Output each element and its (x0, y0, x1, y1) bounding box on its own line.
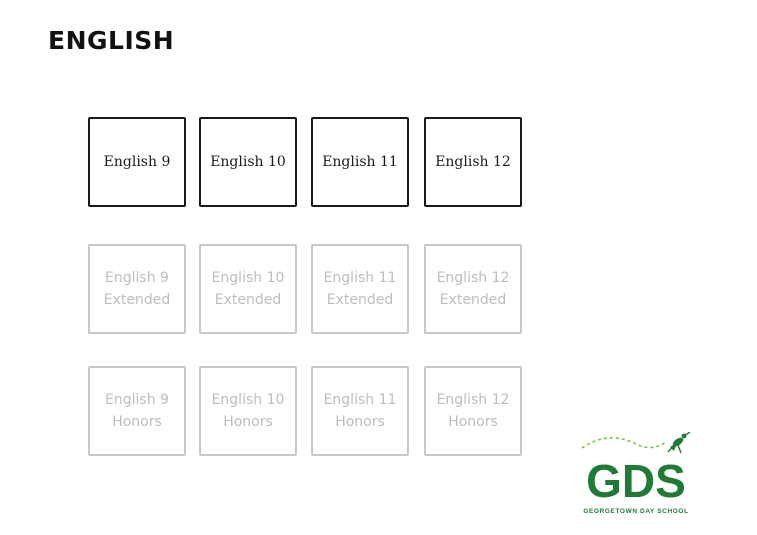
course-english-9-honors[interactable]: English 9 Honors (88, 366, 186, 456)
course-english-11-extended[interactable]: English 11 Extended (311, 244, 409, 334)
grasshopper-icon (581, 432, 691, 454)
course-label: English 10 (210, 154, 286, 170)
course-english-11[interactable]: English 11 (311, 117, 409, 207)
gds-logo: GDS GEORGETOWN DAY SCHOOL (578, 432, 694, 524)
course-label: English 12 (436, 270, 510, 286)
course-label: English 11 (323, 392, 397, 408)
course-sublabel: Extended (439, 292, 507, 308)
course-sublabel: Extended (326, 292, 394, 308)
course-english-10-extended[interactable]: English 10 Extended (199, 244, 297, 334)
course-english-11-honors[interactable]: English 11 Honors (311, 366, 409, 456)
course-label: English 11 (322, 154, 398, 170)
course-sublabel: Honors (223, 414, 273, 430)
logo-letters: GDS (586, 455, 686, 507)
course-sublabel: Honors (112, 414, 162, 430)
course-sublabel: Extended (214, 292, 282, 308)
course-sublabel: Extended (103, 292, 171, 308)
course-sublabel: Honors (448, 414, 498, 430)
course-english-10[interactable]: English 10 (199, 117, 297, 207)
logo-tagline: GEORGETOWN DAY SCHOOL (583, 508, 689, 515)
page-title: ENGLISH (48, 26, 175, 55)
course-english-9[interactable]: English 9 (88, 117, 186, 207)
course-label: English 9 (103, 154, 171, 170)
course-label: English 10 (211, 270, 285, 286)
course-english-9-extended[interactable]: English 9 Extended (88, 244, 186, 334)
course-english-12[interactable]: English 12 (424, 117, 522, 207)
course-label: English 12 (435, 154, 511, 170)
course-label: English 12 (436, 392, 510, 408)
course-english-12-honors[interactable]: English 12 Honors (424, 366, 522, 456)
course-label: English 10 (211, 392, 285, 408)
course-sublabel: Honors (335, 414, 385, 430)
course-label: English 11 (323, 270, 397, 286)
course-label: English 9 (105, 392, 169, 408)
course-label: English 9 (105, 270, 169, 286)
course-english-10-honors[interactable]: English 10 Honors (199, 366, 297, 456)
course-english-12-extended[interactable]: English 12 Extended (424, 244, 522, 334)
